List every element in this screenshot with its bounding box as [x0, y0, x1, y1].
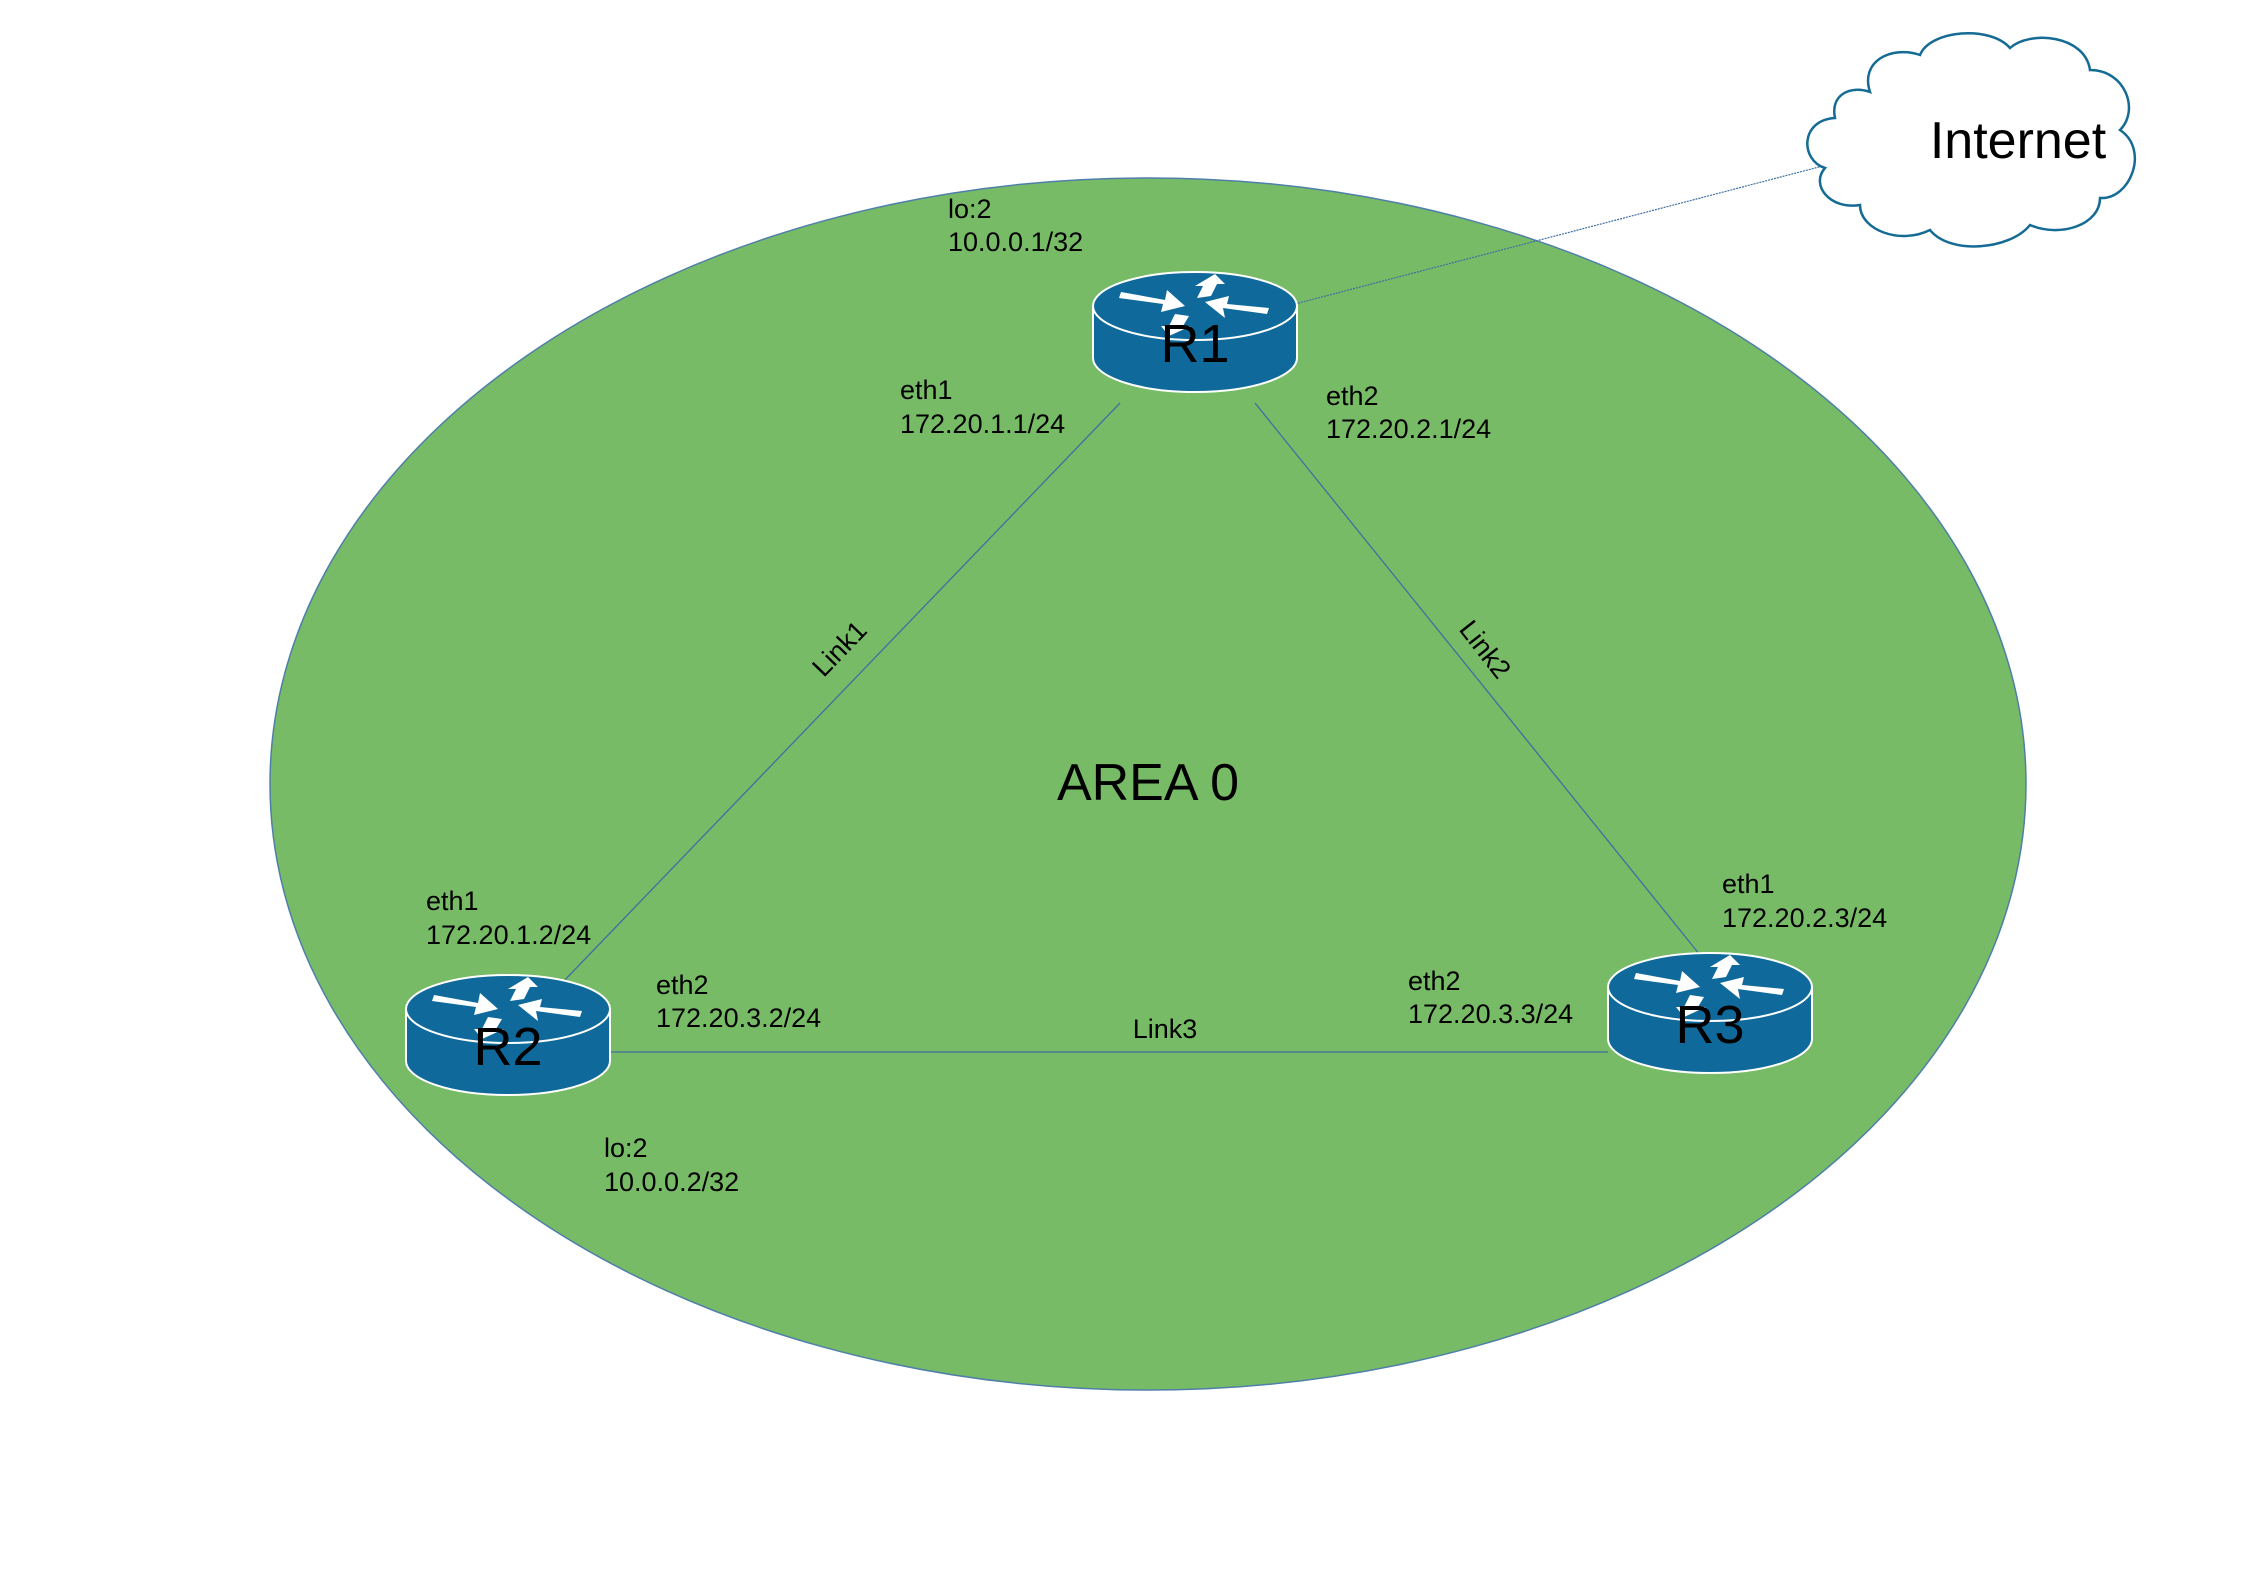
r3-eth2-name: eth2 — [1408, 966, 1461, 996]
link2-line — [1254, 402, 1701, 956]
cloud-icon: Internet — [1806, 31, 2137, 248]
r3-eth2-ip: 172.20.3.3/24 — [1408, 999, 1573, 1029]
r2-name: R2 — [473, 1017, 542, 1077]
r1-loopback-name: lo:2 — [948, 194, 992, 224]
r1-name: R1 — [1160, 314, 1229, 374]
r2-loopback-ip: 10.0.0.2/32 — [604, 1167, 739, 1197]
r3-eth1-name: eth1 — [1722, 869, 1775, 899]
r1-eth1-name: eth1 — [900, 375, 953, 405]
r2-eth2-name: eth2 — [656, 970, 709, 1000]
r2-eth1-ip: 172.20.1.2/24 — [426, 920, 591, 950]
area-0-ellipse — [269, 177, 2027, 1391]
link1-line — [559, 402, 1121, 986]
internet-label: Internet — [1930, 112, 2107, 170]
r2-loopback-name: lo:2 — [604, 1133, 648, 1163]
r1-eth2-ip: 172.20.2.1/24 — [1326, 414, 1491, 444]
r3-name: R3 — [1675, 995, 1744, 1055]
r1-eth1-ip: 172.20.1.1/24 — [900, 409, 1065, 439]
r2-eth1-name: eth1 — [426, 886, 479, 916]
area-label: AREA 0 — [1057, 754, 1239, 812]
r2-eth2-ip: 172.20.3.2/24 — [656, 1003, 821, 1033]
internet-link — [1294, 161, 1839, 305]
r1-loopback-ip: 10.0.0.1/32 — [948, 227, 1083, 257]
r1-eth2-name: eth2 — [1326, 381, 1379, 411]
link3-label: Link3 — [1133, 1014, 1198, 1044]
r3-eth1-ip: 172.20.2.3/24 — [1722, 903, 1887, 933]
